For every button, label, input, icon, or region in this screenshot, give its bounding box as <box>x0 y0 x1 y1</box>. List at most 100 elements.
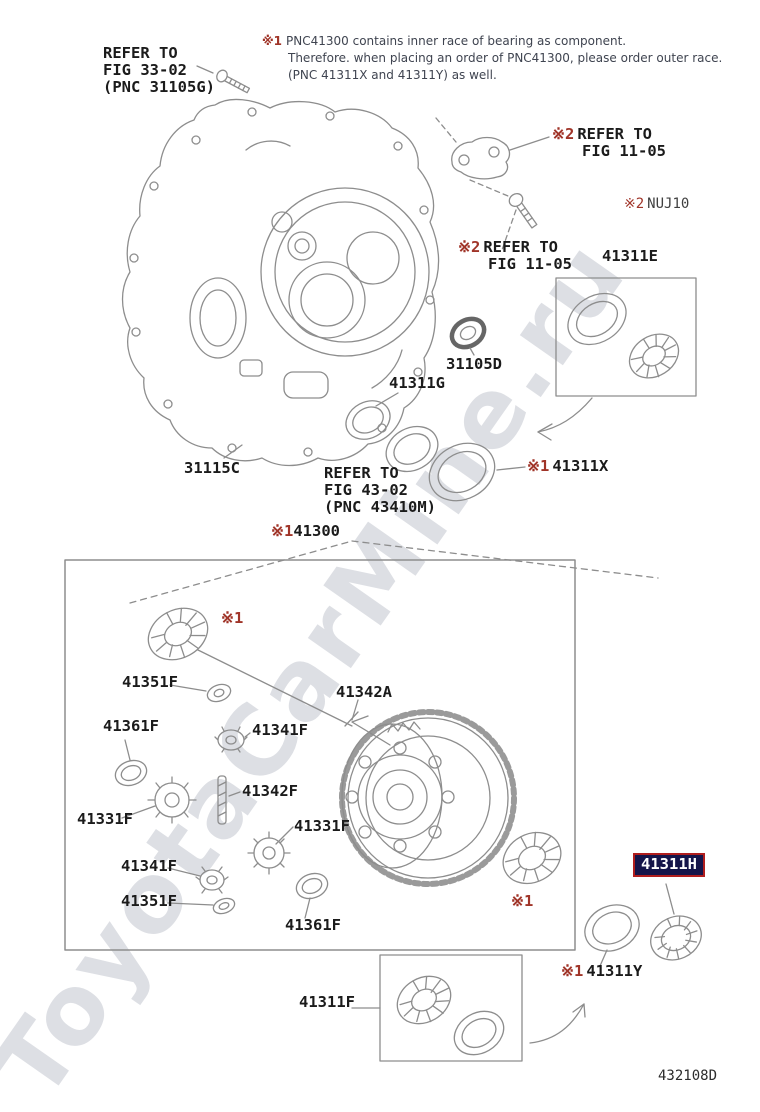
gear-41331F-mid-drawing <box>247 831 291 875</box>
differential-assembly-drawing <box>339 709 517 887</box>
ref-marker: ※1 <box>511 892 534 910</box>
gear-41341F-bottom-drawing <box>195 866 229 894</box>
part-number: 41342A <box>336 683 392 701</box>
ref-marker: ※1 <box>271 522 294 540</box>
part-label-41311H-highlighted: 41311H <box>633 853 705 877</box>
part-label-41342A: 41342A <box>336 684 392 701</box>
part-number: 41342F <box>242 782 298 800</box>
part-number: 41331F <box>77 810 133 828</box>
washer-41351F-top-drawing <box>206 683 232 703</box>
part-number: 41311Y <box>586 962 643 980</box>
ref-line: FIG 11-05 <box>582 142 666 160</box>
ref-marker: ※2 <box>552 125 575 143</box>
part-number: 41311E <box>602 247 658 265</box>
gear-41341F-top-drawing <box>214 726 248 753</box>
leader-41331F-left <box>121 805 156 819</box>
leader-dashed-mid <box>129 540 659 604</box>
arrow-41311E <box>537 397 593 441</box>
ref-marker-star1-b: ※1 <box>511 893 533 910</box>
ref-fig-33-02: REFER TO FIG 33-02 (PNC 31105G) <box>103 45 215 96</box>
ref-line: REFER TO <box>324 464 399 482</box>
leader-pinion <box>197 649 353 727</box>
leader-fig3302 <box>196 65 214 74</box>
ring-41311G-b-drawing <box>385 425 439 473</box>
part-number: 41341F <box>252 721 308 739</box>
ref-line: FIG 11-05 <box>488 255 572 273</box>
diagram-code-text: 432108D <box>658 1068 718 1084</box>
leader-41311X <box>496 466 526 471</box>
leader-31115C <box>223 444 243 459</box>
part-number: 41351F <box>121 892 177 910</box>
leader-41311H <box>665 883 675 915</box>
footnote-text: PNC41300 contains inner race of bearing … <box>286 34 627 48</box>
part-label-41351F-bottom: 41351F <box>121 893 177 910</box>
part-number: 31115C <box>184 459 240 477</box>
leader-41361F-left <box>124 739 131 761</box>
part-number: 41311X <box>552 457 609 475</box>
race-41311X-drawing <box>428 442 496 502</box>
bracket-drawing <box>451 136 511 180</box>
part-label-41341F-top: 41341F <box>252 722 308 739</box>
leader-41311Y <box>599 949 608 967</box>
ref-fig-43-02: REFER TO FIG 43-02 (PNC 43410M) <box>324 465 436 516</box>
part-number: 41341F <box>121 857 177 875</box>
bolt-31105g-drawing <box>216 69 251 94</box>
leader-41342F <box>228 791 241 797</box>
part-label-41351F-top: 41351F <box>122 674 178 691</box>
ref-line: (PNC 31105G) <box>103 78 215 96</box>
part-label-41342F: 41342F <box>242 783 298 800</box>
part-label-41311G: 41311G <box>389 375 445 392</box>
ring-41361F-left-drawing <box>114 759 148 787</box>
leader-41331F-mid <box>275 826 294 845</box>
leader-41341F-top <box>244 732 251 738</box>
ref-marker: ※1 <box>527 457 550 475</box>
transmission-case-drawing <box>121 98 440 467</box>
ref-text: REFER TO <box>483 238 558 256</box>
shaft-41342F-drawing <box>217 775 227 825</box>
arrow-41311F <box>529 1003 586 1044</box>
part-label-41361F-bottom: 41361F <box>285 917 341 934</box>
ref-marker: ※1 <box>221 609 244 627</box>
ref-marker: ※1 <box>262 34 283 48</box>
ref-line: REFER TO <box>103 44 178 62</box>
part-label-41361F-left: 41361F <box>103 718 159 735</box>
part-number: 41311H <box>641 855 697 873</box>
ref-text: NUJ10 <box>647 196 690 212</box>
part-label-41331F-mid: 41331F <box>294 818 350 835</box>
part-label-41331F-left: 41331F <box>77 811 133 828</box>
part-number: 41311F <box>299 993 355 1011</box>
ref-line: (PNC 43410M) <box>324 498 436 516</box>
bearing-41311F-box-drawing <box>379 954 523 1062</box>
leader-41351F-top <box>169 684 207 692</box>
ref-marker: ※2 <box>624 196 645 212</box>
footnote-line-2: Therefore. when placing an order of PNC4… <box>288 51 723 65</box>
part-label-31115C: 31115C <box>184 460 240 477</box>
leader-41351F-bottom <box>167 902 214 906</box>
part-number: 41361F <box>103 717 159 735</box>
part-number: 41331F <box>294 817 350 835</box>
bearing-diff-left-drawing <box>147 607 209 661</box>
ring-41361F-bottom-drawing <box>295 872 329 900</box>
part-number: 41361F <box>285 916 341 934</box>
seal-31105D-drawing <box>449 316 487 350</box>
splined-washer-41311Y-drawing <box>650 915 702 961</box>
ref-marker: ※1 <box>561 962 584 980</box>
ref-marker: ※2 <box>458 238 481 256</box>
part-label-41300: ※141300 <box>271 523 340 540</box>
ring-41311G-a-drawing <box>345 400 391 440</box>
part-label-41341F-bottom: 41341F <box>121 858 177 875</box>
part-number: 41300 <box>293 522 340 540</box>
washer-41351F-bottom-drawing <box>212 897 236 915</box>
footnote-line-3: (PNC 41311X and 41311Y) as well. <box>288 68 497 82</box>
leader-41342A <box>351 699 359 721</box>
